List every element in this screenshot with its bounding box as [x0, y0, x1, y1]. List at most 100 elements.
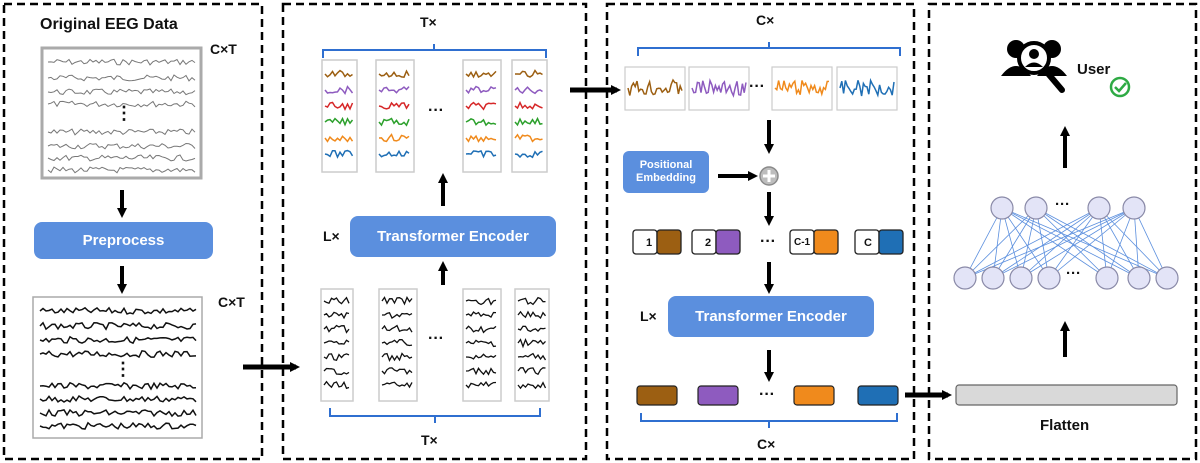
brace-bottom-panel3 — [640, 413, 898, 428]
fc-edge — [1020, 207, 1100, 279]
brace-top-panel2 — [322, 44, 547, 58]
eeg-trace — [47, 74, 196, 82]
dim-label-bottom: C×T — [218, 294, 245, 310]
strip-trace — [514, 150, 543, 159]
strip-trace — [378, 133, 410, 143]
fc-edge — [1020, 207, 1135, 279]
fc-node — [1037, 266, 1061, 290]
strip-trace — [517, 296, 546, 306]
dim-label-top: C×T — [210, 41, 237, 57]
strip-trace — [517, 325, 546, 333]
eeg-trace — [47, 58, 196, 66]
fc-edge — [964, 207, 1100, 279]
fc-node — [990, 196, 1014, 220]
user-search-icon — [1001, 40, 1067, 93]
fc-edge — [1001, 207, 1050, 279]
user-label: User — [1077, 61, 1111, 78]
fc-edge — [964, 207, 1037, 279]
dots-network: ··· — [1055, 196, 1070, 213]
panel-temporal-encoder — [281, 2, 588, 461]
brace-label-bottom-panel3: C× — [757, 436, 776, 452]
token-embedding — [878, 229, 904, 255]
strip-trace — [323, 311, 350, 320]
fc-edge — [1001, 207, 1022, 279]
output-token — [857, 385, 899, 406]
fc-edge — [1020, 207, 1037, 279]
strip-trace — [323, 353, 350, 362]
strip-trace — [465, 70, 497, 79]
strip-trace — [465, 367, 497, 376]
strip-trace — [381, 324, 413, 333]
strip-trace — [465, 134, 497, 143]
fc-node — [1155, 266, 1179, 290]
eeg-trace — [47, 128, 196, 136]
fc-node — [1122, 196, 1146, 220]
eeg-trace — [39, 321, 197, 331]
output-token — [793, 385, 835, 406]
token-label-c: C — [864, 237, 872, 249]
dots-top-panel2: ··· — [428, 102, 444, 119]
token-index — [632, 229, 658, 255]
transformer-encoder-temporal: Transformer Encoder — [350, 216, 556, 257]
fc-node — [981, 266, 1005, 290]
strip-trace — [465, 380, 497, 389]
preprocessed-eeg-waves — [39, 306, 197, 430]
strip-trace — [515, 69, 543, 78]
token-embedding — [656, 229, 682, 255]
strip-trace — [514, 86, 543, 95]
fc-edge — [992, 207, 1037, 279]
eeg-trace — [47, 100, 196, 108]
channel-trace — [691, 78, 747, 98]
fc-network — [953, 196, 1179, 290]
fc-edge — [1001, 207, 1140, 279]
output-token-row — [636, 385, 899, 406]
eeg-trace — [47, 88, 196, 96]
strip-trace — [381, 338, 413, 347]
fc-node — [1127, 266, 1151, 290]
fc-edge — [992, 207, 1003, 279]
fc-edge — [1133, 207, 1168, 279]
dots-network-lower: ··· — [1066, 265, 1081, 282]
strip-trace — [465, 149, 497, 159]
strip-trace — [378, 86, 410, 94]
strip-trace — [465, 297, 497, 306]
strip-trace — [514, 133, 543, 143]
eeg-trace — [47, 166, 196, 174]
strip-trace — [465, 325, 497, 334]
fc-edge — [992, 207, 1100, 279]
time-strip — [511, 59, 548, 173]
fc-node — [1095, 266, 1119, 290]
fc-edge — [1001, 207, 1168, 279]
input-time-strips — [320, 288, 550, 402]
fc-edge — [1098, 207, 1108, 279]
fc-node — [1024, 196, 1048, 220]
strip-trace — [381, 367, 413, 376]
eeg-trace — [39, 381, 197, 391]
plus-circle-icon — [759, 166, 779, 186]
eeg-trace — [39, 306, 197, 315]
eeg-trace — [39, 408, 197, 418]
strip-trace — [517, 310, 547, 320]
panel-original-data — [2, 2, 264, 461]
original-ellipsis: ⋮ — [115, 103, 133, 123]
eeg-trace — [39, 349, 197, 359]
output-token — [636, 385, 678, 406]
strip-trace — [382, 312, 413, 319]
fc-connections — [964, 207, 1168, 279]
strip-trace — [517, 367, 546, 376]
eeg-trace — [47, 154, 196, 162]
strip-trace — [378, 101, 410, 110]
channel-signals — [624, 66, 898, 111]
token-row — [632, 229, 904, 255]
strip-trace — [517, 381, 547, 390]
channel-box — [836, 66, 898, 111]
strip-trace — [465, 311, 497, 319]
strip-trace — [323, 367, 350, 376]
fc-edge — [1035, 207, 1168, 279]
fc-edge — [1001, 207, 1108, 279]
strip-trace — [378, 69, 410, 79]
strip-trace — [514, 100, 543, 110]
token-embedding — [813, 229, 839, 255]
strip-trace — [323, 296, 350, 305]
